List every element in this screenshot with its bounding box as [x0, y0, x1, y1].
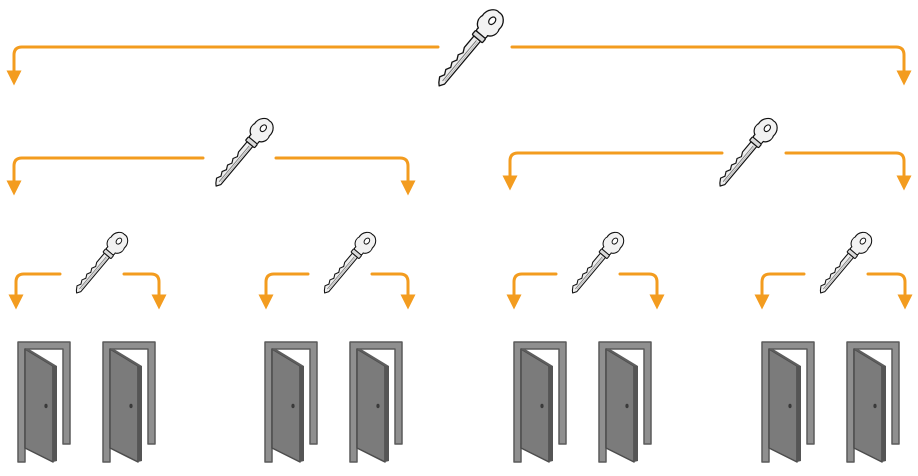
connector-change-4 — [754, 272, 913, 310]
door-icon — [598, 341, 652, 463]
connector-master — [6, 45, 912, 86]
key-icon — [206, 113, 279, 193]
connector-arrow-right — [370, 272, 416, 310]
connector-arrow-left — [8, 272, 62, 310]
key-icon — [428, 4, 509, 94]
door-icon — [102, 341, 156, 463]
connector-arrow-left — [6, 156, 205, 196]
key-icon — [68, 227, 133, 299]
connector-submaster-right — [502, 151, 912, 191]
connector-change-2 — [258, 272, 416, 310]
doors-layer — [17, 341, 900, 463]
connector-arrow-left — [258, 272, 310, 310]
connector-change-3 — [506, 272, 665, 310]
key-icon — [316, 227, 381, 299]
key-icon — [564, 227, 629, 299]
connector-arrow-right — [866, 272, 913, 310]
connector-arrow-right — [784, 151, 912, 191]
connector-arrow-left — [502, 151, 724, 191]
connector-arrow-right — [122, 272, 167, 310]
connector-submaster-left — [6, 156, 416, 196]
connector-arrow-left — [754, 272, 806, 310]
connector-arrow-right — [618, 272, 665, 310]
key-icon — [812, 227, 877, 299]
door-icon — [264, 341, 318, 463]
door-icon — [349, 341, 403, 463]
door-icon — [846, 341, 900, 463]
door-icon — [513, 341, 567, 463]
door-icon — [761, 341, 815, 463]
connectors-layer — [6, 45, 913, 310]
connector-change-1 — [8, 272, 167, 310]
connector-arrow-right — [510, 45, 912, 86]
keys-layer — [68, 4, 877, 299]
door-icon — [17, 341, 71, 463]
connector-arrow-right — [274, 156, 416, 196]
connector-arrow-left — [506, 272, 558, 310]
connector-arrow-left — [6, 45, 440, 86]
